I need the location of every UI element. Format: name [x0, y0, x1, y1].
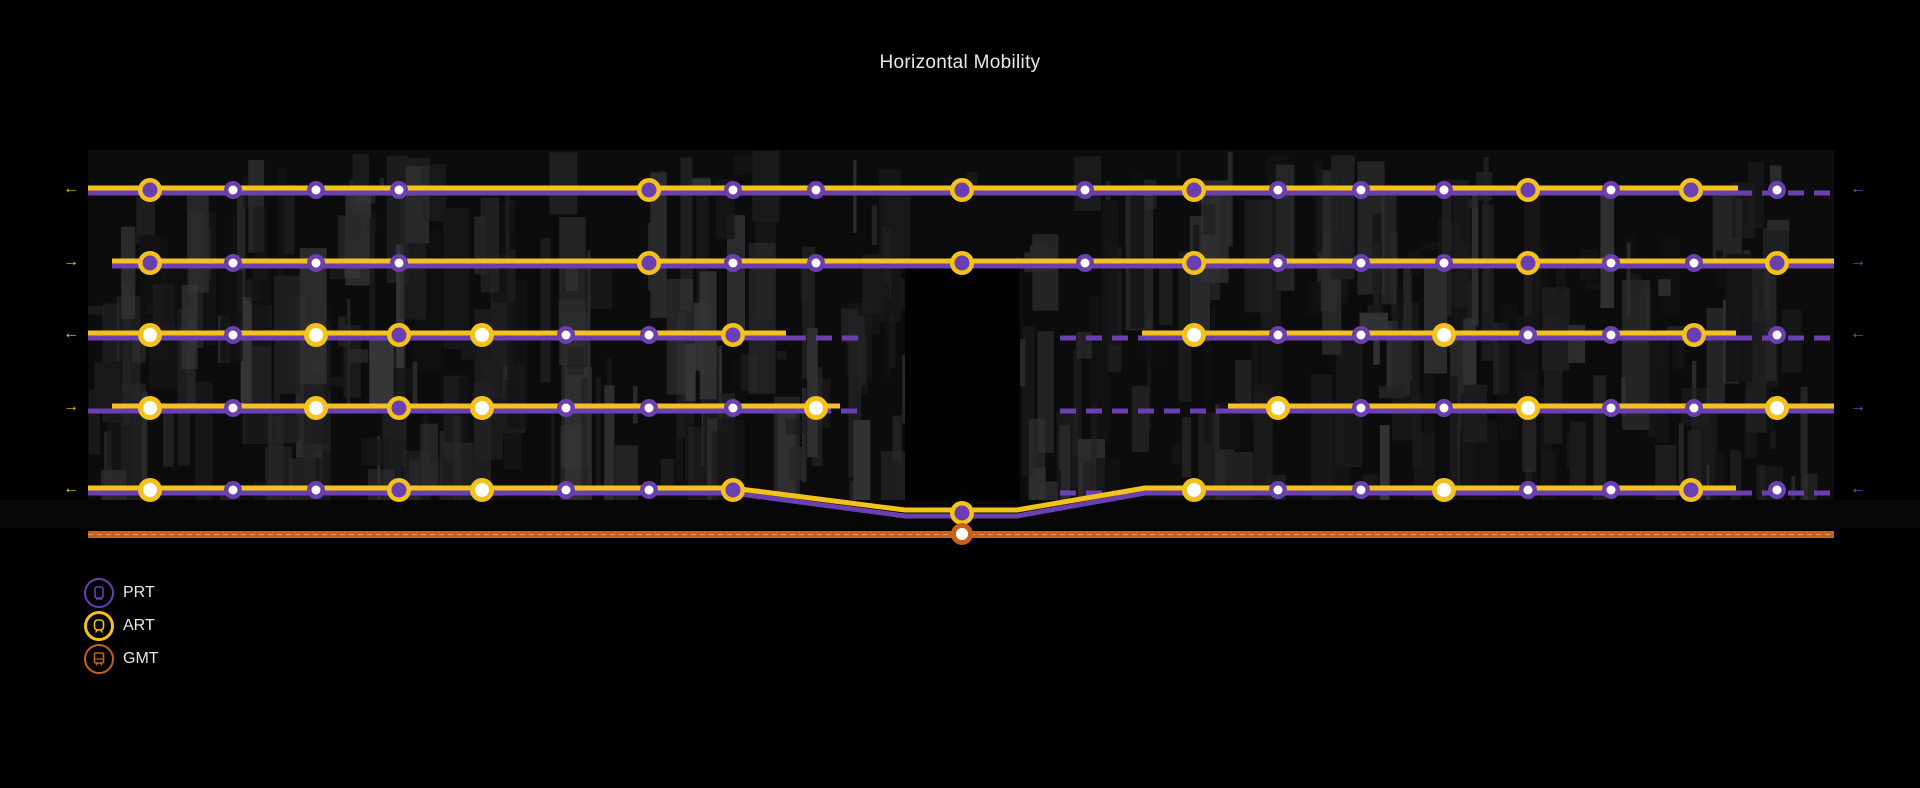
legend-label-gmt: GMT [123, 649, 159, 667]
pod-icon [84, 577, 114, 608]
direction-arrow-right-edge: ← [1850, 180, 1866, 197]
city-section-background [0, 150, 1920, 528]
direction-arrow-right-edge: ← [1850, 325, 1866, 342]
station-layer [138, 178, 1789, 545]
direction-arrow-right-edge: → [1850, 398, 1866, 415]
train-icon [84, 643, 114, 674]
direction-arrow-left-edge: ← [63, 325, 79, 342]
legend-label-prt: PRT [123, 583, 155, 601]
legend-item-gmt: GMT [84, 642, 159, 675]
direction-arrow-right-edge: ← [1850, 480, 1866, 497]
direction-arrow-right-edge: → [1850, 253, 1866, 270]
direction-arrow-left-edge: → [63, 398, 79, 415]
tram-icon [84, 610, 114, 641]
legend: PRT ART GMT [84, 576, 159, 675]
direction-arrow-left-edge: → [63, 253, 79, 270]
central-void [905, 265, 1020, 510]
direction-arrow-left-edge: ← [63, 480, 79, 497]
direction-arrow-left-edge: ← [63, 180, 79, 197]
legend-label-art: ART [123, 616, 155, 634]
legend-item-prt: PRT [84, 576, 159, 609]
legend-item-art: ART [84, 609, 159, 642]
diagram-title: Horizontal Mobility [879, 52, 1041, 73]
